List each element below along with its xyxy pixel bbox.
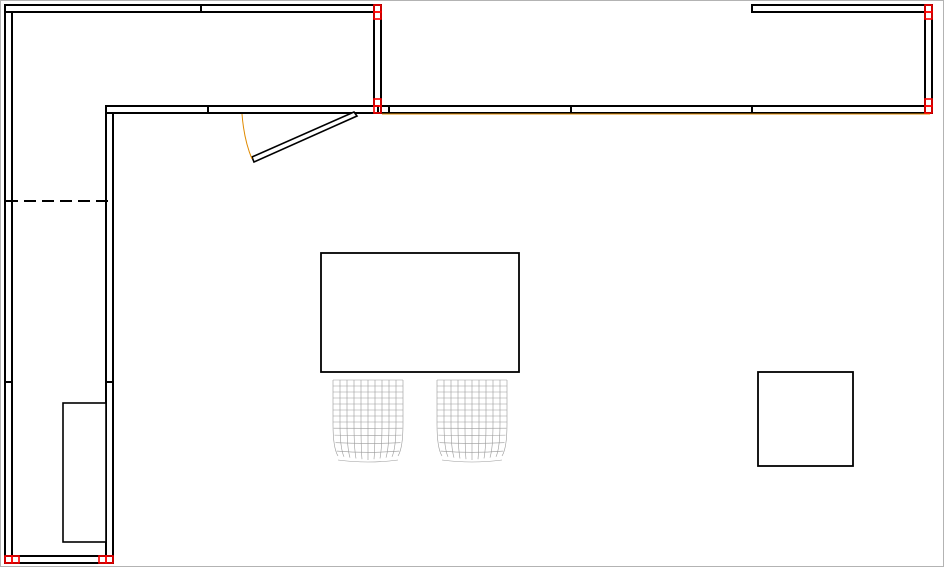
wall-group <box>4 4 933 564</box>
table-rectangular <box>320 252 520 373</box>
chair-mesh-column <box>346 380 351 458</box>
chair-mesh-row <box>337 459 399 463</box>
joint-markers <box>4 4 933 564</box>
wall-right-top <box>751 4 930 13</box>
joint-marker <box>924 105 933 114</box>
door-swing-arc <box>241 113 253 160</box>
wall-door-header <box>207 105 379 114</box>
chair-mesh-column <box>477 380 480 460</box>
swing-door <box>241 111 359 164</box>
wall-left-outer <box>4 4 13 564</box>
chair-mesh-column <box>436 380 443 457</box>
chair-mesh-column <box>464 380 467 460</box>
wall-vertical-mid <box>373 4 382 114</box>
table-square <box>757 371 854 467</box>
chair-mesh-column <box>379 380 383 459</box>
chair <box>436 379 508 463</box>
wall-top-left <box>4 4 202 13</box>
wall-right-bottom-2 <box>388 105 572 114</box>
chair-mesh-column <box>353 380 357 459</box>
wall-inner-horizontal <box>105 105 210 114</box>
chair-mesh-column <box>483 380 487 459</box>
joint-marker <box>373 11 382 20</box>
wall-left-inner-upper <box>105 105 114 383</box>
chair-mesh-column <box>457 380 461 459</box>
chair-mesh-column <box>501 380 508 457</box>
wall-bottom <box>4 555 114 564</box>
door-leaf <box>250 111 359 164</box>
chair-mesh-column <box>450 380 455 458</box>
wall-left-inner-lower <box>105 381 114 564</box>
joint-marker <box>373 105 382 114</box>
joint-marker <box>105 555 114 564</box>
wall-right-bottom-4 <box>751 105 930 114</box>
counter <box>62 402 107 543</box>
chair-mesh-column <box>391 380 397 457</box>
joint-marker <box>11 555 20 564</box>
wall-right-bottom-3 <box>570 105 753 114</box>
chair-mesh-column <box>443 380 449 457</box>
chair-mesh-column <box>339 380 345 457</box>
wall-right-vertical <box>924 4 933 114</box>
chair-mesh-column <box>373 380 376 460</box>
chair-mesh-row <box>441 459 503 463</box>
chair-mesh-column <box>385 380 390 458</box>
chair-mesh-column <box>397 380 404 457</box>
wall-top-mid <box>200 4 378 13</box>
chair-mesh-column <box>495 380 501 457</box>
chair-mesh-column <box>332 380 339 457</box>
chair-mesh-column <box>360 380 363 460</box>
joint-marker <box>924 11 933 20</box>
chair-mesh-column <box>489 380 494 458</box>
chair <box>332 379 404 463</box>
